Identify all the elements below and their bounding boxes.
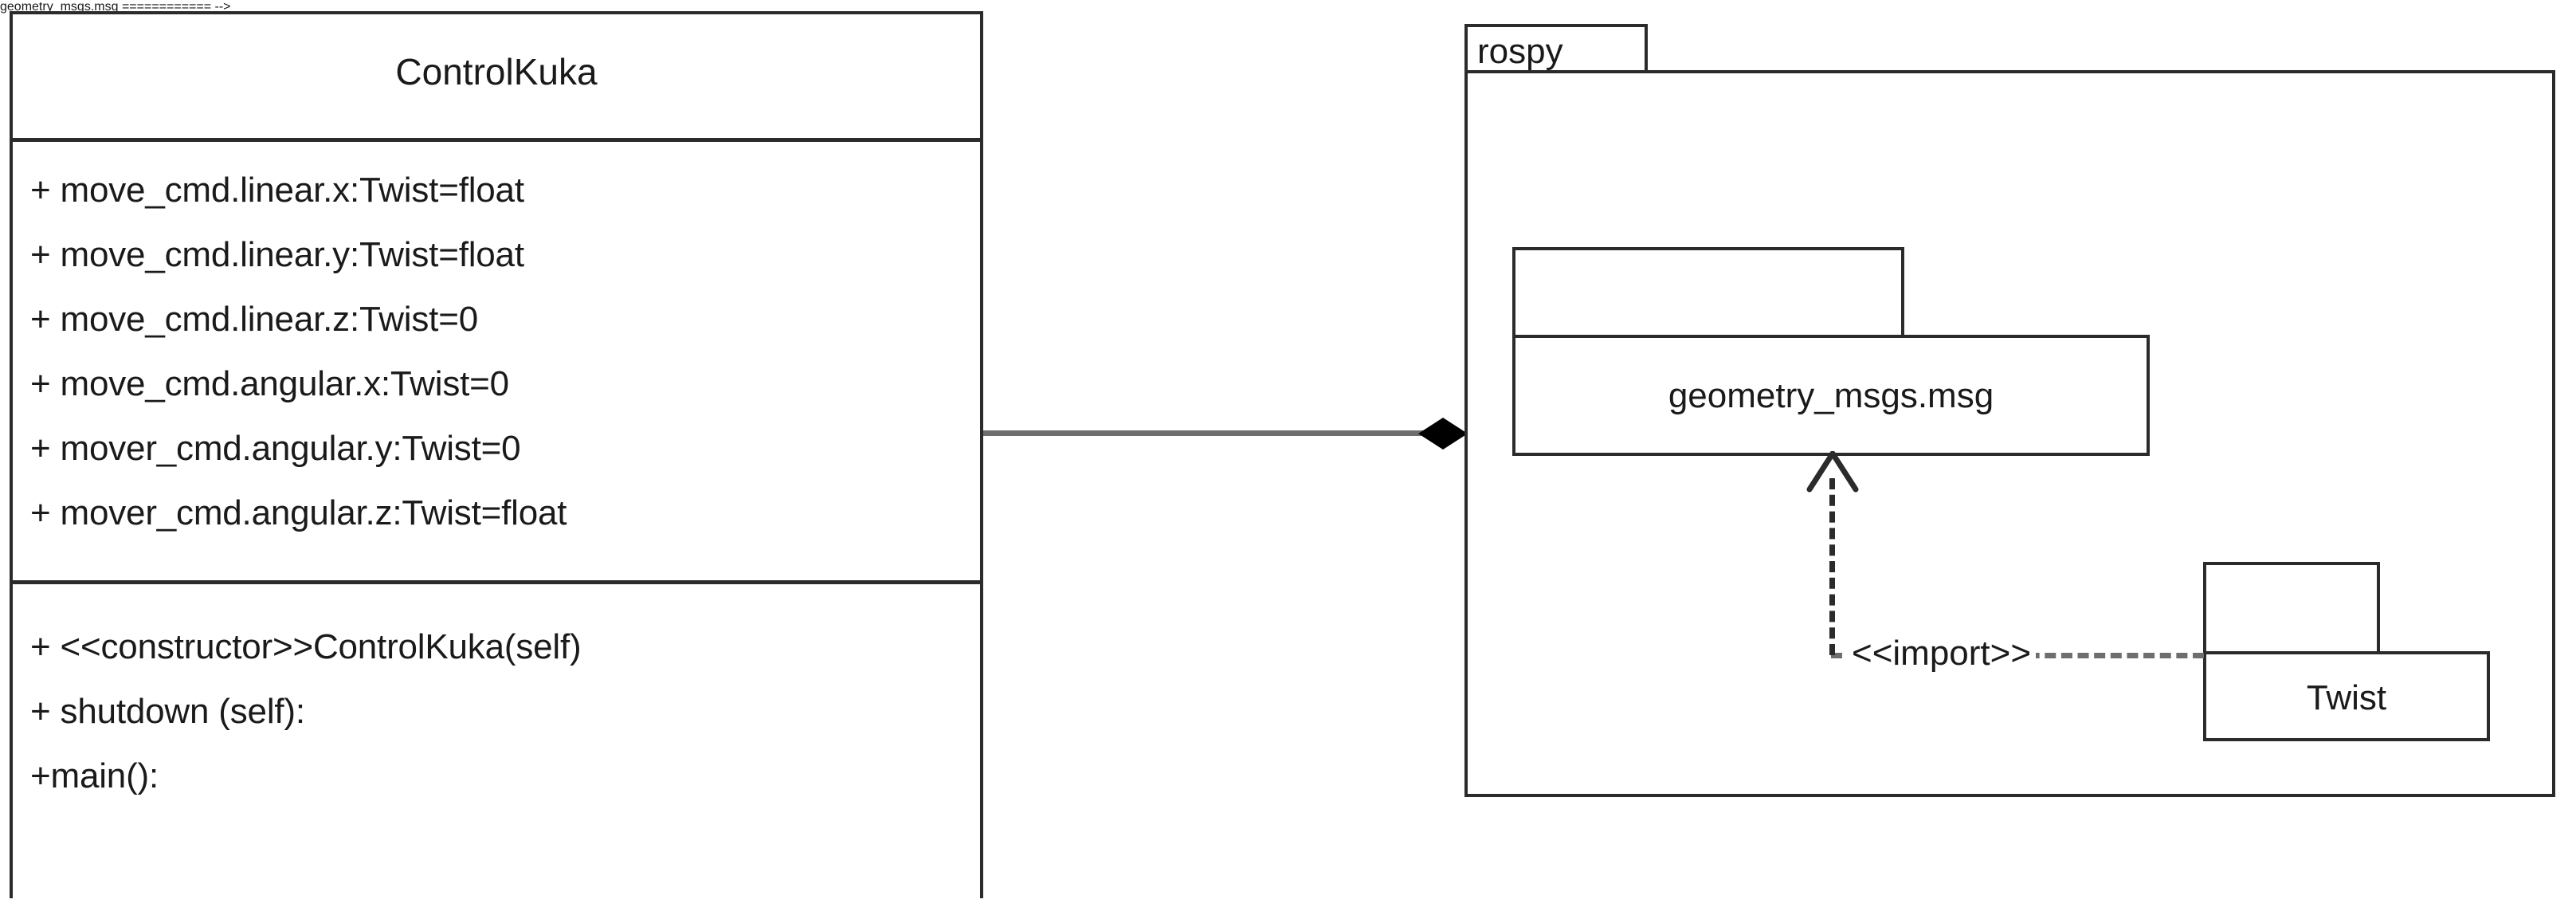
attribute-item: + mover_cmd.angular.y:Twist=0: [30, 429, 521, 468]
operation-item: + shutdown (self):: [30, 692, 305, 731]
operations-compartment: + <<constructor>>ControlKuka(self) + shu…: [13, 584, 980, 898]
import-open-arrowhead-icon: [1803, 450, 1862, 493]
package-tab-geometry-msgs: [1512, 247, 1904, 338]
class-name-divider: [13, 138, 980, 142]
composition-filled-diamond-icon: [1418, 418, 1468, 450]
attributes-operations-divider: [13, 580, 980, 584]
operation-list: + <<constructor>>ControlKuka(self) + shu…: [30, 615, 972, 808]
import-stereotype-label: <<import>>: [1847, 634, 2037, 673]
attribute-list: + move_cmd.linear.x:Twist=float + move_c…: [30, 158, 972, 545]
package-tab-rospy: [1464, 24, 1648, 73]
attributes-compartment: + move_cmd.linear.x:Twist=float + move_c…: [13, 142, 980, 580]
import-dependency-vertical-segment[interactable]: [1829, 478, 1835, 655]
operation-item: +main():: [30, 756, 159, 795]
class-name-label: ControlKuka: [395, 51, 598, 92]
attribute-item: + move_cmd.linear.z:Twist=0: [30, 300, 478, 339]
attribute-item: + move_cmd.angular.x:Twist=0: [30, 364, 509, 403]
attribute-item: + move_cmd.linear.x:Twist=float: [30, 171, 524, 210]
attribute-item: + mover_cmd.angular.z:Twist=float: [30, 493, 567, 532]
package-label-geometry-msgs: geometry_msgs.msg: [1668, 376, 1994, 415]
package-body-geometry-msgs[interactable]: geometry_msgs.msg: [1512, 335, 2150, 456]
attribute-item: + move_cmd.linear.y:Twist=float: [30, 235, 524, 274]
operation-item: + <<constructor>>ControlKuka(self): [30, 627, 582, 666]
class-box-controlkuka[interactable]: ControlKuka + move_cmd.linear.x:Twist=fl…: [10, 11, 983, 898]
class-name-compartment: ControlKuka: [13, 14, 980, 138]
package-body-twist[interactable]: Twist: [2203, 651, 2490, 741]
package-tab-twist: [2203, 562, 2380, 654]
package-label-rospy: rospy: [1477, 32, 1563, 71]
package-label-twist: Twist: [2306, 678, 2387, 717]
composition-connector-line[interactable]: [983, 430, 1441, 436]
